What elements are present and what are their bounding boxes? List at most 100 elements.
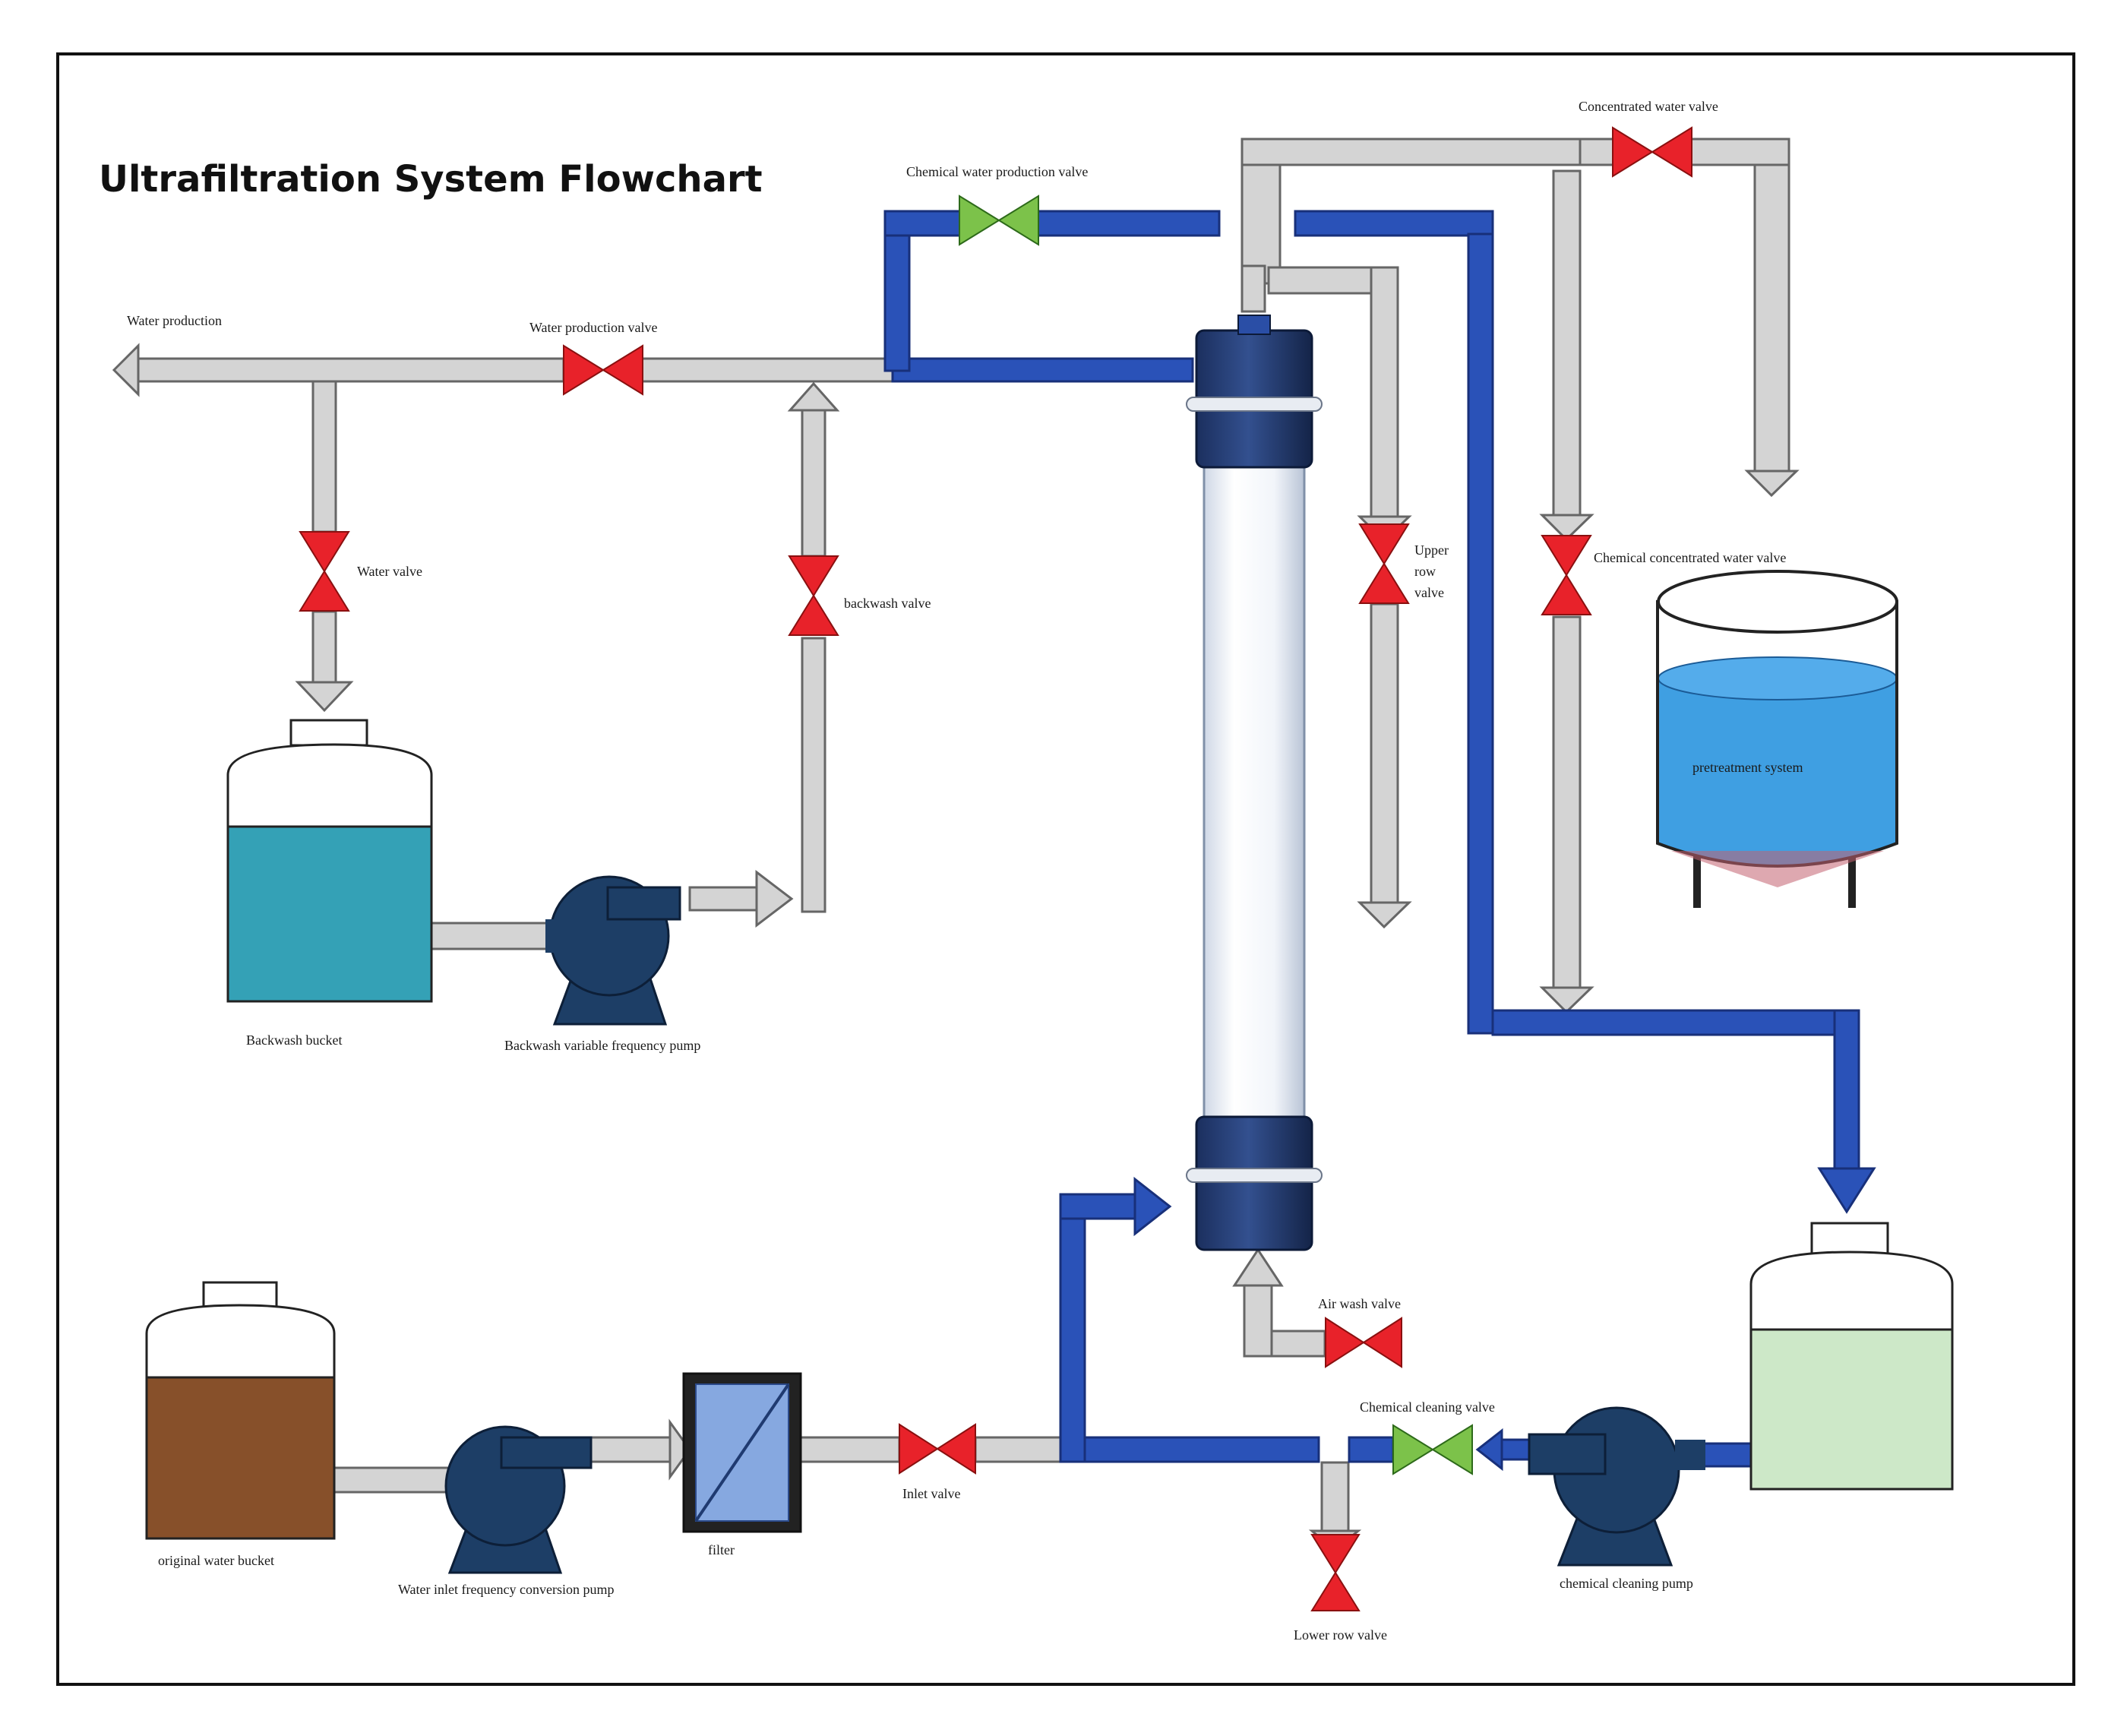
original-water-outlet-pipe bbox=[333, 1466, 461, 1494]
label-upper-row-valve-1: Upper bbox=[1414, 542, 1449, 558]
backwash-bucket-outlet-pipe bbox=[428, 922, 553, 950]
original-water bbox=[145, 1376, 336, 1540]
filter-unit bbox=[682, 1372, 802, 1533]
chemical-water-production-valve-icon[interactable] bbox=[959, 194, 1039, 246]
label-water-inlet-pump: Water inlet frequency conversion pump bbox=[398, 1582, 614, 1597]
chemical-production-riser bbox=[883, 232, 911, 372]
chemical-production-pipe-left bbox=[883, 210, 962, 237]
cleaning-pump-outlet-arrow bbox=[1475, 1428, 1503, 1472]
air-wash-up-arrow bbox=[1232, 1247, 1284, 1287]
upper-row-drain-arrow bbox=[1357, 901, 1412, 929]
membrane-bottom-clamp bbox=[1186, 1168, 1323, 1183]
inlet-valve-outlet-pipe bbox=[974, 1436, 1062, 1463]
chemical-concentrated-water-valve-icon[interactable] bbox=[1541, 535, 1592, 615]
water-valve-upper-pipe bbox=[311, 380, 337, 533]
original-water-bucket bbox=[145, 1281, 336, 1540]
backwash-valve-icon[interactable] bbox=[788, 555, 839, 636]
air-wash-inlet-pipe bbox=[1270, 1330, 1326, 1358]
inlet-pump-outlet-pipe bbox=[587, 1436, 674, 1463]
chemical-return-top-pipe bbox=[1294, 210, 1494, 237]
concentrate-top-pipe-mid bbox=[1579, 138, 1616, 166]
pretreatment-tank bbox=[1656, 570, 1898, 908]
backwash-upper-pipe bbox=[801, 409, 826, 558]
air-wash-riser-pipe bbox=[1243, 1282, 1273, 1358]
water-valve-lower-pipe bbox=[311, 610, 337, 685]
filter-inlet-arrow bbox=[668, 1418, 691, 1481]
blue-pipes bbox=[883, 210, 1876, 1472]
lower-row-valve-icon[interactable] bbox=[1310, 1534, 1361, 1611]
backwash-pump-outlet-arrow bbox=[755, 869, 794, 928]
permeate-outlet-pipe bbox=[891, 357, 1194, 383]
label-chemical-concentrated-water-valve: Chemical concentrated water valve bbox=[1594, 550, 1786, 565]
concentrate-top-pipe-right bbox=[1689, 138, 1790, 166]
filter-outlet-pipe bbox=[799, 1436, 901, 1463]
label-water-production: Water production bbox=[127, 313, 222, 328]
label-lower-row-valve: Lower row valve bbox=[1294, 1627, 1387, 1643]
production-to-junction-pipe bbox=[640, 357, 894, 383]
label-original-water-bucket: original water bucket bbox=[158, 1553, 274, 1568]
label-upper-row-valve-3: valve bbox=[1414, 585, 1444, 600]
label-pretreatment-system: pretreatment system bbox=[1692, 760, 1803, 775]
backwash-pump[interactable] bbox=[545, 875, 681, 1026]
chemical-concentrate-upper-pipe bbox=[1552, 169, 1582, 518]
chemical-tank-outlet-pipe bbox=[1700, 1442, 1752, 1468]
chemical-concentrate-arrow bbox=[1539, 514, 1594, 542]
water-production-pipe bbox=[135, 357, 565, 383]
chemical-return-bottom-pipe bbox=[1491, 1009, 1836, 1036]
upper-row-valve-icon[interactable] bbox=[1358, 523, 1410, 604]
water-production-valve-icon[interactable] bbox=[563, 344, 643, 396]
backwash-bucket bbox=[226, 719, 433, 1003]
membrane-tube bbox=[1203, 453, 1306, 1170]
label-upper-row-valve-2: row bbox=[1414, 564, 1436, 579]
backwash-up-arrow bbox=[787, 381, 840, 412]
water-valve-icon[interactable] bbox=[299, 531, 350, 612]
membrane-top-port bbox=[1237, 315, 1271, 335]
grey-pipes bbox=[112, 138, 1800, 1551]
label-concentrated-water-valve: Concentrated water valve bbox=[1579, 99, 1718, 114]
chemical-tank-feed-arrow bbox=[1817, 1167, 1876, 1214]
chemical-tank-feed-pipe bbox=[1833, 1009, 1860, 1172]
chemical-production-pipe-right bbox=[1035, 210, 1221, 237]
air-wash-valve-icon[interactable] bbox=[1325, 1317, 1402, 1368]
upper-row-upper-pipe bbox=[1370, 266, 1399, 520]
chemical-concentrate-return-arrow bbox=[1539, 986, 1594, 1014]
chemical-concentrate-lower-pipe bbox=[1552, 615, 1582, 991]
chemical-tank bbox=[1749, 1222, 1954, 1491]
upper-row-lower-pipe bbox=[1370, 602, 1399, 906]
backwash-lower-pipe bbox=[801, 637, 826, 913]
label-water-valve: Water valve bbox=[357, 564, 422, 579]
membrane-inlet-arrow bbox=[1133, 1176, 1172, 1237]
pretreatment-return-pipe bbox=[1753, 163, 1790, 474]
label-filter: filter bbox=[708, 1542, 735, 1557]
membrane-top-outlet-pipe bbox=[1240, 264, 1266, 313]
chemical-solution bbox=[1749, 1328, 1954, 1491]
valves bbox=[299, 126, 1692, 1611]
chemical-return-riser bbox=[1467, 232, 1494, 1035]
water-production-arrow bbox=[112, 343, 140, 397]
label-backwash-valve: backwash valve bbox=[844, 596, 931, 611]
label-backwash-pump: Backwash variable frequency pump bbox=[504, 1038, 700, 1053]
water-inlet-pump[interactable] bbox=[444, 1425, 593, 1574]
backwash-bucket-inlet-arrow bbox=[295, 681, 354, 713]
lower-row-pipe bbox=[1320, 1461, 1350, 1536]
label-backwash-bucket: Backwash bucket bbox=[246, 1032, 342, 1048]
labels: Water production Water production valve … bbox=[127, 99, 1803, 1643]
pretreatment-return-arrow bbox=[1744, 470, 1800, 498]
concentrated-water-valve-icon[interactable] bbox=[1612, 126, 1692, 178]
diagram-title: Ultrafiltration System Flowchart bbox=[99, 158, 763, 201]
chemical-cleaning-pump[interactable] bbox=[1528, 1406, 1705, 1567]
membrane-top-clamp bbox=[1186, 397, 1323, 412]
backwash-water bbox=[226, 825, 433, 1003]
uf-membrane-module bbox=[1186, 315, 1323, 1251]
label-chemical-cleaning-pump: chemical cleaning pump bbox=[1560, 1576, 1693, 1591]
backwash-pump-outlet-pipe bbox=[688, 886, 760, 912]
cleaning-pump-outlet-pipe bbox=[1499, 1438, 1532, 1461]
label-water-production-valve: Water production valve bbox=[529, 320, 658, 335]
feed-riser-pipe bbox=[1059, 1193, 1086, 1463]
chemical-cleaning-valve-icon[interactable] bbox=[1392, 1424, 1473, 1475]
membrane-bottom-cap bbox=[1195, 1115, 1313, 1251]
inlet-valve-icon[interactable] bbox=[899, 1423, 976, 1475]
label-chemical-cleaning-valve: Chemical cleaning valve bbox=[1360, 1399, 1495, 1415]
